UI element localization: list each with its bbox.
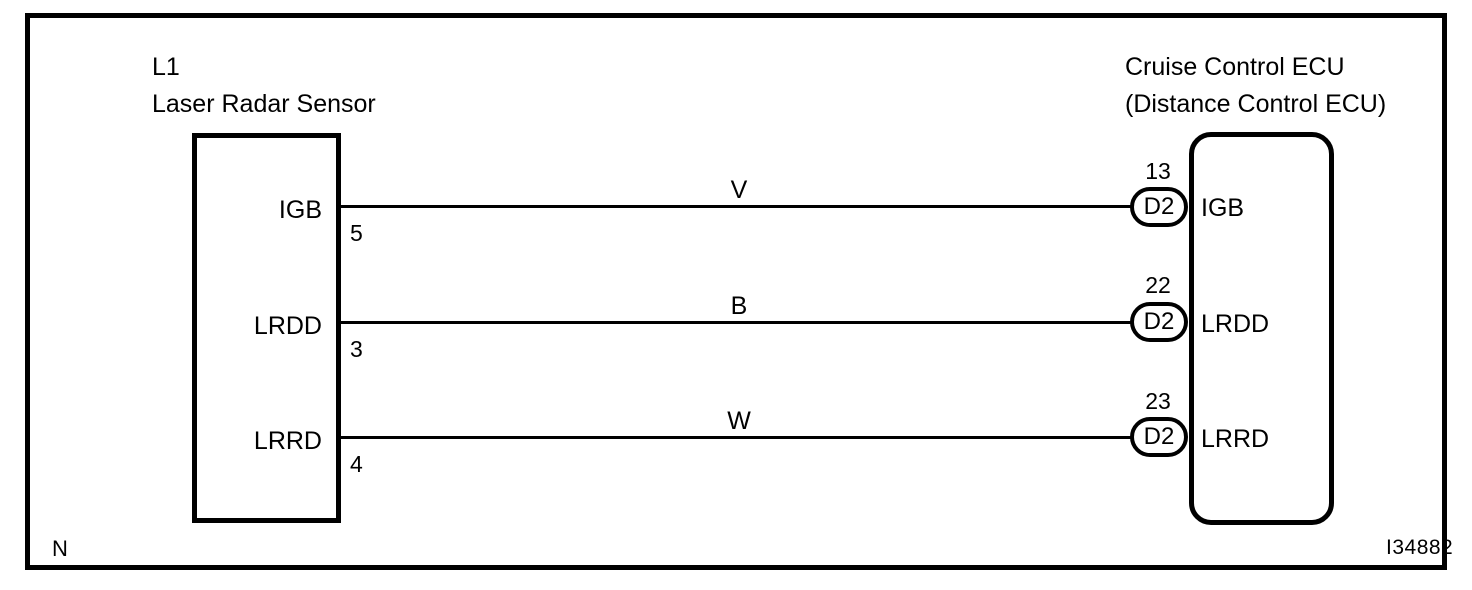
left-component-title: L1 Laser Radar Sensor [152, 55, 376, 129]
sensor-terminal-label-2: LRDD [253, 312, 322, 340]
right-component-name: Cruise Control ECU [1125, 53, 1345, 81]
wire-line-3 [341, 436, 1149, 439]
laser-radar-sensor-box [192, 133, 341, 523]
ecu-terminal-label-2: LRDD [1201, 310, 1270, 338]
cruise-control-ecu-box [1189, 132, 1334, 525]
connector-oval-3: D2 [1130, 417, 1188, 457]
sensor-pin-number-1: 5 [350, 220, 363, 246]
sensor-terminal-label-1: IGB [278, 196, 322, 224]
left-component-name: Laser Radar Sensor [152, 90, 376, 118]
ecu-terminal-label-3: LRRD [1201, 425, 1270, 453]
wire-color-code-1: V [730, 176, 748, 204]
connector-oval-2: D2 [1130, 302, 1188, 342]
right-component-subtitle: (Distance Control ECU) [1125, 90, 1387, 118]
wire-color-code-2: B [730, 292, 748, 320]
ecu-pin-number-2: 22 [1145, 272, 1171, 298]
left-component-code: L1 [152, 53, 180, 81]
ecu-terminal-label-1: IGB [1201, 194, 1245, 222]
ecu-pin-number-3: 23 [1145, 388, 1171, 414]
wire-line-1 [341, 205, 1149, 208]
sensor-pin-number-3: 4 [350, 451, 363, 477]
wire-color-code-3: W [727, 407, 751, 435]
right-component-title: Cruise Control ECU (Distance Control ECU… [1125, 55, 1386, 129]
ecu-pin-number-1: 13 [1145, 158, 1171, 184]
sensor-pin-number-2: 3 [350, 336, 363, 362]
corner-mark: N [52, 536, 68, 561]
wire-line-2 [341, 321, 1149, 324]
sensor-terminal-label-3: LRRD [253, 427, 322, 455]
connector-oval-1: D2 [1130, 187, 1188, 227]
diagram-border [25, 13, 1447, 570]
figure-id: I34882 [1386, 536, 1454, 559]
